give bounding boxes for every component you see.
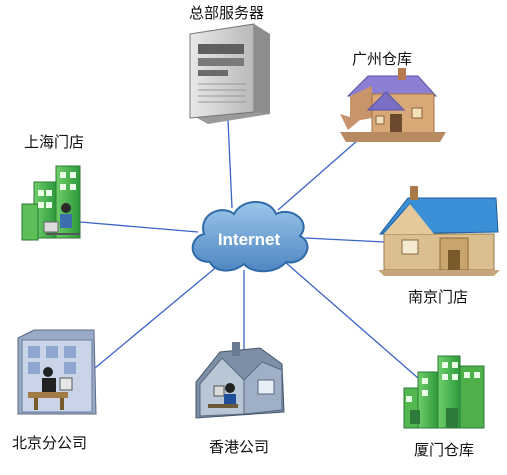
connection-lines: [79, 119, 419, 379]
label-xiamen: 厦门仓库: [414, 441, 475, 459]
link-nanjing: [304, 237, 386, 243]
office-building-icon: [17, 329, 97, 415]
internet-label: Internet: [218, 230, 281, 249]
purple-house-icon: [340, 68, 446, 142]
label-hongkong: 香港公司: [209, 438, 270, 456]
label-nanjing: 南京门店: [408, 288, 469, 306]
link-beijing: [94, 263, 221, 369]
link-hq: [227, 119, 233, 209]
link-guangzhou: [277, 139, 359, 211]
internet-cloud-icon: Internet: [191, 201, 309, 273]
blue-house-icon: [378, 186, 500, 276]
green-warehouse-icon: [403, 355, 485, 429]
label-beijing: 北京分公司: [12, 434, 88, 452]
label-shanghai: 上海门店: [24, 133, 85, 151]
link-xiamen: [284, 261, 419, 379]
label-hq: 总部服务器: [189, 4, 265, 22]
link-shanghai: [79, 221, 199, 233]
green-building-icon: [21, 165, 81, 241]
cutaway-house-icon: [195, 342, 285, 419]
server-icon: [189, 23, 270, 124]
label-guangzhou: 广州仓库: [352, 50, 413, 68]
